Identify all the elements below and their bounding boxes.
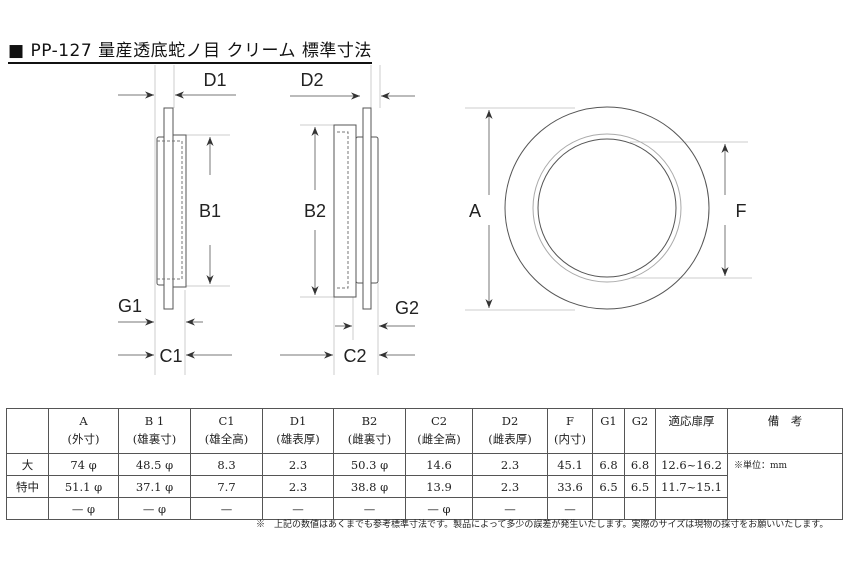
table-cell: 6.8 [592, 453, 625, 476]
column-desc: (内寸) [554, 432, 586, 446]
column-code: F [566, 414, 574, 428]
table-cell: 38.8 φ [333, 475, 406, 498]
column-code: G2 [631, 414, 649, 428]
column-desc: (雌裏寸) [347, 432, 392, 446]
table-cell: 2.3 [262, 453, 334, 476]
column-code: C2 [430, 414, 448, 428]
dimensions-table: A (外寸) B 1 (雄裏寸) C1 (雄全高) D1 (雄表厚) B2 (雌裏寸) C2 (雌全高… [6, 408, 843, 520]
label-g2: G2 [395, 298, 419, 318]
table-cell: 6.5 [592, 475, 625, 498]
table-cell [655, 497, 728, 520]
column-code: D1 [289, 414, 307, 428]
label-f: F [736, 201, 747, 221]
table-cell: 6.5 [624, 475, 656, 498]
column-header [6, 408, 49, 454]
table-cell: 13.9 [405, 475, 473, 498]
column-header: C2 (雌全高) [405, 408, 473, 454]
label-b1: B1 [199, 201, 221, 221]
table-cell: 45.1 [547, 453, 593, 476]
column-header: C1 (雄全高) [190, 408, 263, 454]
table-cell: 特中 [6, 475, 49, 498]
column-header: 備 考 [727, 408, 843, 454]
label-a: A [469, 201, 481, 221]
table-cell: 大 [6, 453, 49, 476]
column-code: B 1 [144, 414, 165, 428]
table-cell: 8.3 [190, 453, 263, 476]
column-header: B2 (雌裏寸) [333, 408, 406, 454]
column-code: A [79, 414, 88, 428]
column-desc: (外寸) [67, 432, 100, 446]
column-header: B 1 (雄裏寸) [118, 408, 191, 454]
table-cell: 7.7 [190, 475, 263, 498]
table-cell: 2.3 [472, 475, 548, 498]
table-cell: 48.5 φ [118, 453, 191, 476]
column-code: G1 [600, 414, 617, 428]
label-g1: G1 [118, 296, 142, 316]
column-code: 適応扉厚 [668, 414, 715, 428]
label-d2: D2 [300, 70, 323, 90]
table-cell: — φ [118, 497, 191, 520]
column-header: D2 (雌表厚) [472, 408, 548, 454]
footnote: ※ 上記の数値はあくまでも参考標準寸法です。製品によって多少の誤差が発生いたしま… [256, 520, 829, 530]
column-desc: (雄表厚) [276, 432, 320, 446]
dimension-drawing: D1 B1 G1 C1 D2 B2 G2 C2 A F [118, 65, 752, 375]
table-cell [6, 497, 49, 520]
table-cell: 51.1 φ [48, 475, 119, 498]
column-desc: (雌全高) [417, 432, 461, 446]
table-cell: 2.3 [262, 475, 334, 498]
column-code: 備 考 [767, 414, 803, 428]
column-header: 適応扉厚 [655, 408, 728, 454]
column-code: D2 [501, 414, 519, 428]
table-cell: 14.6 [405, 453, 473, 476]
column-desc: (雄全高) [204, 432, 249, 446]
column-desc: (雄裏寸) [132, 432, 177, 446]
table-cell: — [190, 497, 263, 520]
table-cell: 37.1 φ [118, 475, 191, 498]
table-cell: 11.7~15.1 [655, 475, 728, 498]
column-header: G1 [592, 408, 625, 454]
column-header: G2 [624, 408, 656, 454]
column-header: D1 (雄表厚) [262, 408, 334, 454]
table-header-row: A (外寸) B 1 (雄裏寸) C1 (雄全高) D1 (雄表厚) B2 (雌裏寸) C2 (雌全高… [6, 408, 843, 454]
table-cell: 2.3 [472, 453, 548, 476]
table-row: — φ— φ———— φ—— [6, 497, 843, 520]
table-cell: 33.6 [547, 475, 593, 498]
label-d1: D1 [203, 70, 226, 90]
female-part-side [333, 107, 379, 310]
table-cell: 12.6~16.2 [655, 453, 728, 476]
table-cell: 50.3 φ [333, 453, 406, 476]
column-code: C1 [218, 414, 235, 428]
male-part-side [156, 107, 187, 310]
label-b2: B2 [304, 201, 326, 221]
column-desc: (雌表厚) [488, 432, 532, 446]
ring-front-view [504, 106, 710, 310]
dimension-lines [118, 91, 729, 359]
extension-lines [154, 65, 752, 375]
remark-cell: ※単位：mm [727, 453, 843, 520]
column-code: B2 [361, 414, 378, 428]
table-cell: — φ [48, 497, 119, 520]
label-c1: C1 [159, 346, 182, 366]
table-cell: — φ [405, 497, 473, 520]
column-header: F (内寸) [547, 408, 593, 454]
label-c2: C2 [343, 346, 366, 366]
column-header: A (外寸) [48, 408, 119, 454]
page-title: ■ PP-127 量産透底蛇ノ目 クリーム 標準寸法 [8, 36, 372, 64]
table-cell: 6.8 [624, 453, 656, 476]
table-cell: — [547, 497, 593, 520]
table-cell: 74 φ [48, 453, 119, 476]
